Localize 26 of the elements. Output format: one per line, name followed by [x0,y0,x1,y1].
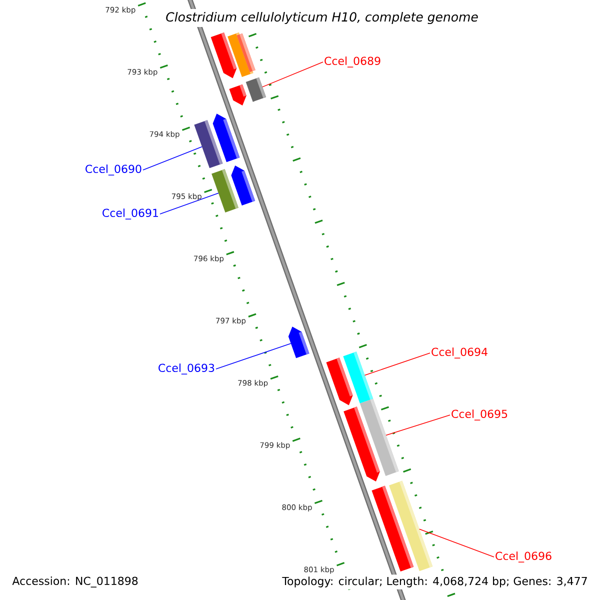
gene-label: Ccel_0695 [452,410,508,420]
gene-feature [360,398,399,476]
leader-line [364,352,430,376]
gene-feature [229,84,246,106]
gene-feature [231,165,256,206]
gene-label: Ccel_0693 [158,364,214,374]
leader-line [142,146,202,170]
gene-feature [246,77,266,102]
gene-label: Ccel_0691 [102,208,158,220]
leader-line [262,62,324,88]
info-text: Accession: NC_011898 [10,574,140,590]
gene-label: Ccel_0696 [496,552,552,562]
gene-feature [288,326,310,358]
gene-feature [343,352,374,404]
gene-feature [212,114,240,162]
gene-feature [236,33,256,72]
info-text: Topology: circular; Length: 4,068,724 bp; Genes: 3,477 [280,574,590,590]
gene-feature [389,480,433,572]
gene-label: Ccel_0694 [432,348,488,358]
gene-label: Ccel_0689 [324,56,380,68]
leader-line [216,343,292,370]
title: Clostridium cellulolyticum H10, complete genome [162,8,482,28]
leader-line [386,414,450,436]
leader-line [160,192,219,214]
gene-label: Ccel_0690 [86,164,142,176]
leader-line [418,528,494,558]
